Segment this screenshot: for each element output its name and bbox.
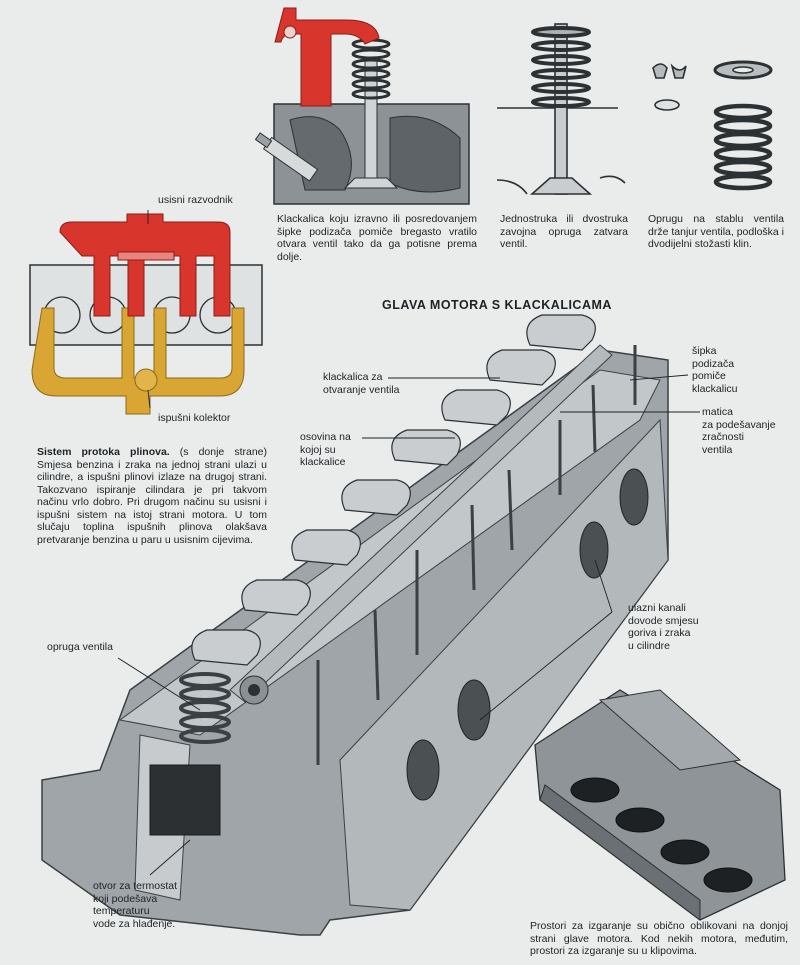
label-rocker-shaft: osovina na kojoj su klackalice: [300, 431, 351, 468]
valve-spring-front: [179, 672, 231, 744]
rocker-shaft: [229, 344, 613, 703]
head-underside-figure: [534, 689, 786, 921]
exhaust-manifold-shape: [31, 307, 245, 415]
leader-lines: [117, 210, 700, 876]
gas-flow-heading: Sistem protoka plinova.: [37, 446, 170, 458]
caption-valve-spring: Jednostruka ili dvostruka zavojna opruga…: [500, 213, 628, 250]
page-title: GLAVA MOTORA S KLACKALICAMA: [382, 298, 612, 312]
valve-spring-coils: [351, 38, 391, 100]
label-intake-ports: ulazni kanali dovode smjesu goriva i zra…: [628, 602, 699, 652]
intake-manifold-shape: [59, 213, 231, 317]
gas-flow-text: Sistem protoka plinova. (s donje strane)…: [37, 446, 267, 546]
intake-port-openings: [406, 468, 649, 801]
label-pushrod: šipka podizača pomiče klackalicu: [692, 345, 738, 395]
label-adjusting-nut: matica za podešavanje zračnosti ventila: [702, 406, 776, 456]
rocker-arms: [191, 314, 596, 666]
rocker-cutaway-figure: [254, 7, 470, 205]
caption-rocker-drive: Klackalica koju izravno ili posredovanje…: [277, 213, 477, 263]
spark-plug: [254, 132, 319, 182]
pushrods: [316, 345, 637, 765]
rocker-arm-red: [274, 7, 380, 107]
label-exhaust-manifold: ispušni kolektor: [158, 412, 231, 424]
label-valve-spring: opruga ventila: [47, 641, 113, 653]
valve-spring-figure: [496, 23, 626, 195]
caption-combustion-chambers: Prostori za izgaranje su obično oblikova…: [530, 920, 788, 957]
label-rocker: klackalica za otvaranje ventila: [323, 371, 400, 396]
label-intake-manifold: usisni razvodnik: [158, 194, 233, 206]
combustion-chambers: [570, 777, 753, 893]
label-thermostat: otvor za termostat koji podešava tempera…: [93, 880, 178, 930]
cylinder-head-main: [41, 314, 669, 936]
gas-flow-diagram: [29, 213, 263, 415]
spring-retainer-figure: [652, 60, 773, 191]
caption-spring-retainer: Oprugu na stablu ventila drže tanjur ven…: [648, 213, 784, 250]
gas-flow-subheading: (s donje strane): [179, 446, 268, 458]
gas-flow-body: Smjesa benzina i zraka na jednoj strani …: [37, 458, 267, 546]
